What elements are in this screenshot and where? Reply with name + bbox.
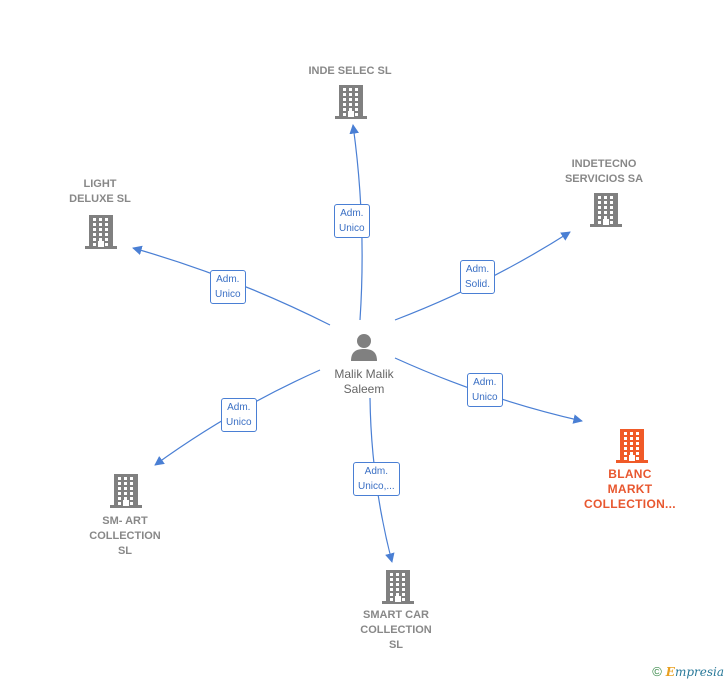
relation-label-inde[interactable]: Adm. Unico <box>334 204 370 238</box>
relation-label-light[interactable]: Adm. Unico <box>210 270 246 304</box>
person-icon[interactable] <box>349 332 379 362</box>
building-icon-smartcar[interactable] <box>382 570 414 609</box>
building-icon-inde[interactable] <box>335 85 367 124</box>
company-name-blanc[interactable]: BLANC MARKT COLLECTION... <box>584 467 676 511</box>
company-name-smart[interactable]: SM- ART COLLECTION SL <box>89 515 161 557</box>
footer-brand: © Empresia <box>652 664 724 679</box>
building-icon-smart[interactable] <box>110 474 142 513</box>
company-name-indetecno[interactable]: INDETECNO SERVICIOS SA <box>564 158 644 185</box>
relation-label-smartcar[interactable]: Adm. Unico,... <box>353 462 400 496</box>
company-name-light[interactable]: LIGHT DELUXE SL <box>69 178 131 205</box>
relation-label-smart[interactable]: Adm. Unico <box>221 398 257 432</box>
company-name-inde[interactable]: INDE SELEC SL <box>308 65 392 77</box>
relation-label-indetecno[interactable]: Adm. Solid. <box>460 260 496 294</box>
relation-label-blanc[interactable]: Adm. Unico <box>467 373 503 407</box>
copyright-symbol: © <box>652 664 662 679</box>
company-name-smartcar[interactable]: SMART CAR COLLECTION SL <box>360 609 432 651</box>
brand-logo: Empresia <box>665 664 724 679</box>
building-icon-indetecno[interactable] <box>590 193 622 232</box>
building-icon-blanc[interactable] <box>616 429 648 468</box>
center-person-name[interactable]: Malik Malik Saleem <box>334 367 394 396</box>
building-icon-light[interactable] <box>85 215 117 254</box>
